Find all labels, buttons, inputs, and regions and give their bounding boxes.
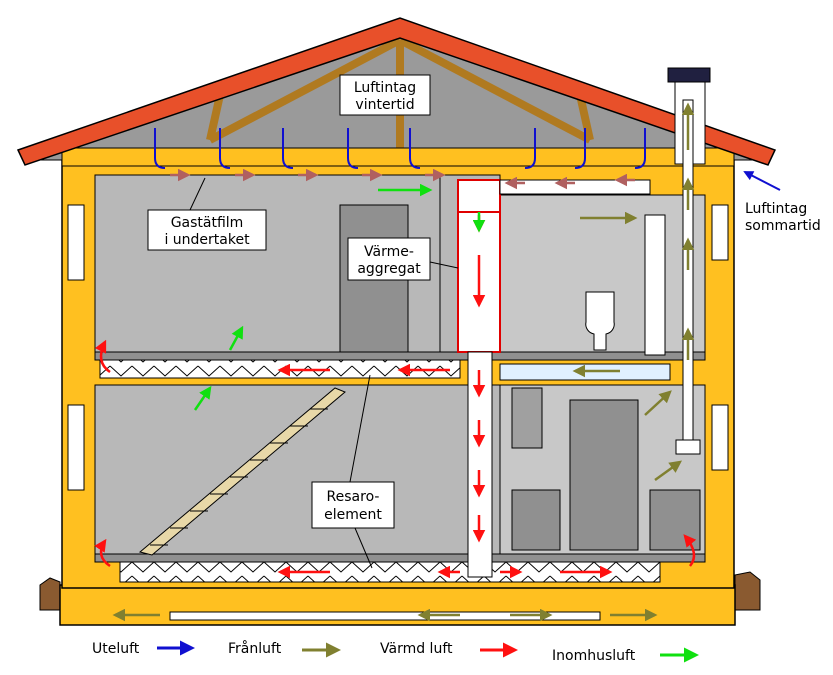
- label-gastat-film: Gastätfilm i undertaket: [147, 177, 267, 251]
- legend-item-inomhusluft: Inomhusluft: [552, 647, 699, 664]
- svg-text:Uteluft: Uteluft: [92, 641, 140, 657]
- svg-text:Värme-: Värme-: [364, 244, 414, 260]
- foundation-duct: [169, 611, 601, 621]
- label-luftintag-sommar: Luftintag sommartid: [745, 201, 821, 234]
- lower-resaro-strip: [119, 561, 661, 583]
- svg-text:Gastätfilm: Gastätfilm: [171, 215, 244, 231]
- label-luftintag-vinter: Luftintag vintertid: [339, 74, 431, 116]
- indoor-air-arrows: [193, 183, 486, 411]
- door-lower: [569, 399, 639, 551]
- svg-text:element: element: [324, 507, 382, 523]
- svg-text:Inomhusluft: Inomhusluft: [552, 648, 636, 664]
- window-lower-left: [67, 404, 85, 491]
- ground-right: [734, 571, 761, 611]
- exhaust-air-arrows: [112, 102, 695, 622]
- svg-text:Värmd luft: Värmd luft: [380, 641, 453, 657]
- window-upper-left: [67, 204, 85, 281]
- exhaust-duct-vertical: [644, 214, 666, 356]
- trusses: [206, 36, 594, 150]
- lower-floor-slab: [94, 553, 706, 563]
- window-upper-right: [711, 204, 729, 261]
- label-resaro-element: Resaro- element: [311, 374, 395, 569]
- chimney-pipe: [682, 99, 694, 451]
- svg-text:aggregat: aggregat: [357, 261, 421, 277]
- svg-text:Luftintag: Luftintag: [354, 80, 416, 96]
- roof: [16, 17, 777, 166]
- window-lower-right: [711, 404, 729, 471]
- legend-item-franluft: Frånluft: [228, 640, 341, 658]
- cabinet-1: [511, 489, 561, 551]
- label-varme-aggregat: Värme- aggregat: [347, 237, 459, 281]
- outdoor-air-intakes: [154, 128, 646, 169]
- ground: [39, 577, 61, 611]
- svg-text:i undertaket: i undertaket: [164, 232, 250, 248]
- svg-text:sommartid: sommartid: [745, 218, 821, 234]
- legend: Uteluft Frånluft Värmd luft Inomhusluft: [92, 640, 699, 664]
- staircase: [138, 387, 346, 556]
- svg-text:Luftintag: Luftintag: [745, 201, 807, 217]
- legend-item-varmd-luft: Värmd luft: [380, 641, 518, 658]
- legend-item-uteluft: Uteluft: [92, 640, 195, 657]
- toilet: [585, 291, 615, 351]
- upper-floor-slab: [94, 351, 706, 361]
- svg-text:Resaro-: Resaro-: [327, 489, 380, 505]
- cabinet-2: [649, 489, 701, 551]
- exhaust-duct-roof: [499, 179, 651, 195]
- summer-intake-arrow: [743, 171, 781, 191]
- cabinet-upper: [511, 387, 543, 449]
- room-lower-left: [94, 384, 501, 556]
- svg-text:Frånluft: Frånluft: [228, 640, 282, 657]
- attic-air-arrows: [170, 168, 635, 190]
- heat-unit-top: [457, 179, 501, 213]
- chimney-cap: [667, 67, 711, 83]
- chimney-pipe-base: [675, 439, 701, 455]
- svg-text:vintertid: vintertid: [355, 97, 414, 113]
- ceiling-joist: [61, 147, 735, 167]
- warm-air-arrows: [94, 215, 697, 579]
